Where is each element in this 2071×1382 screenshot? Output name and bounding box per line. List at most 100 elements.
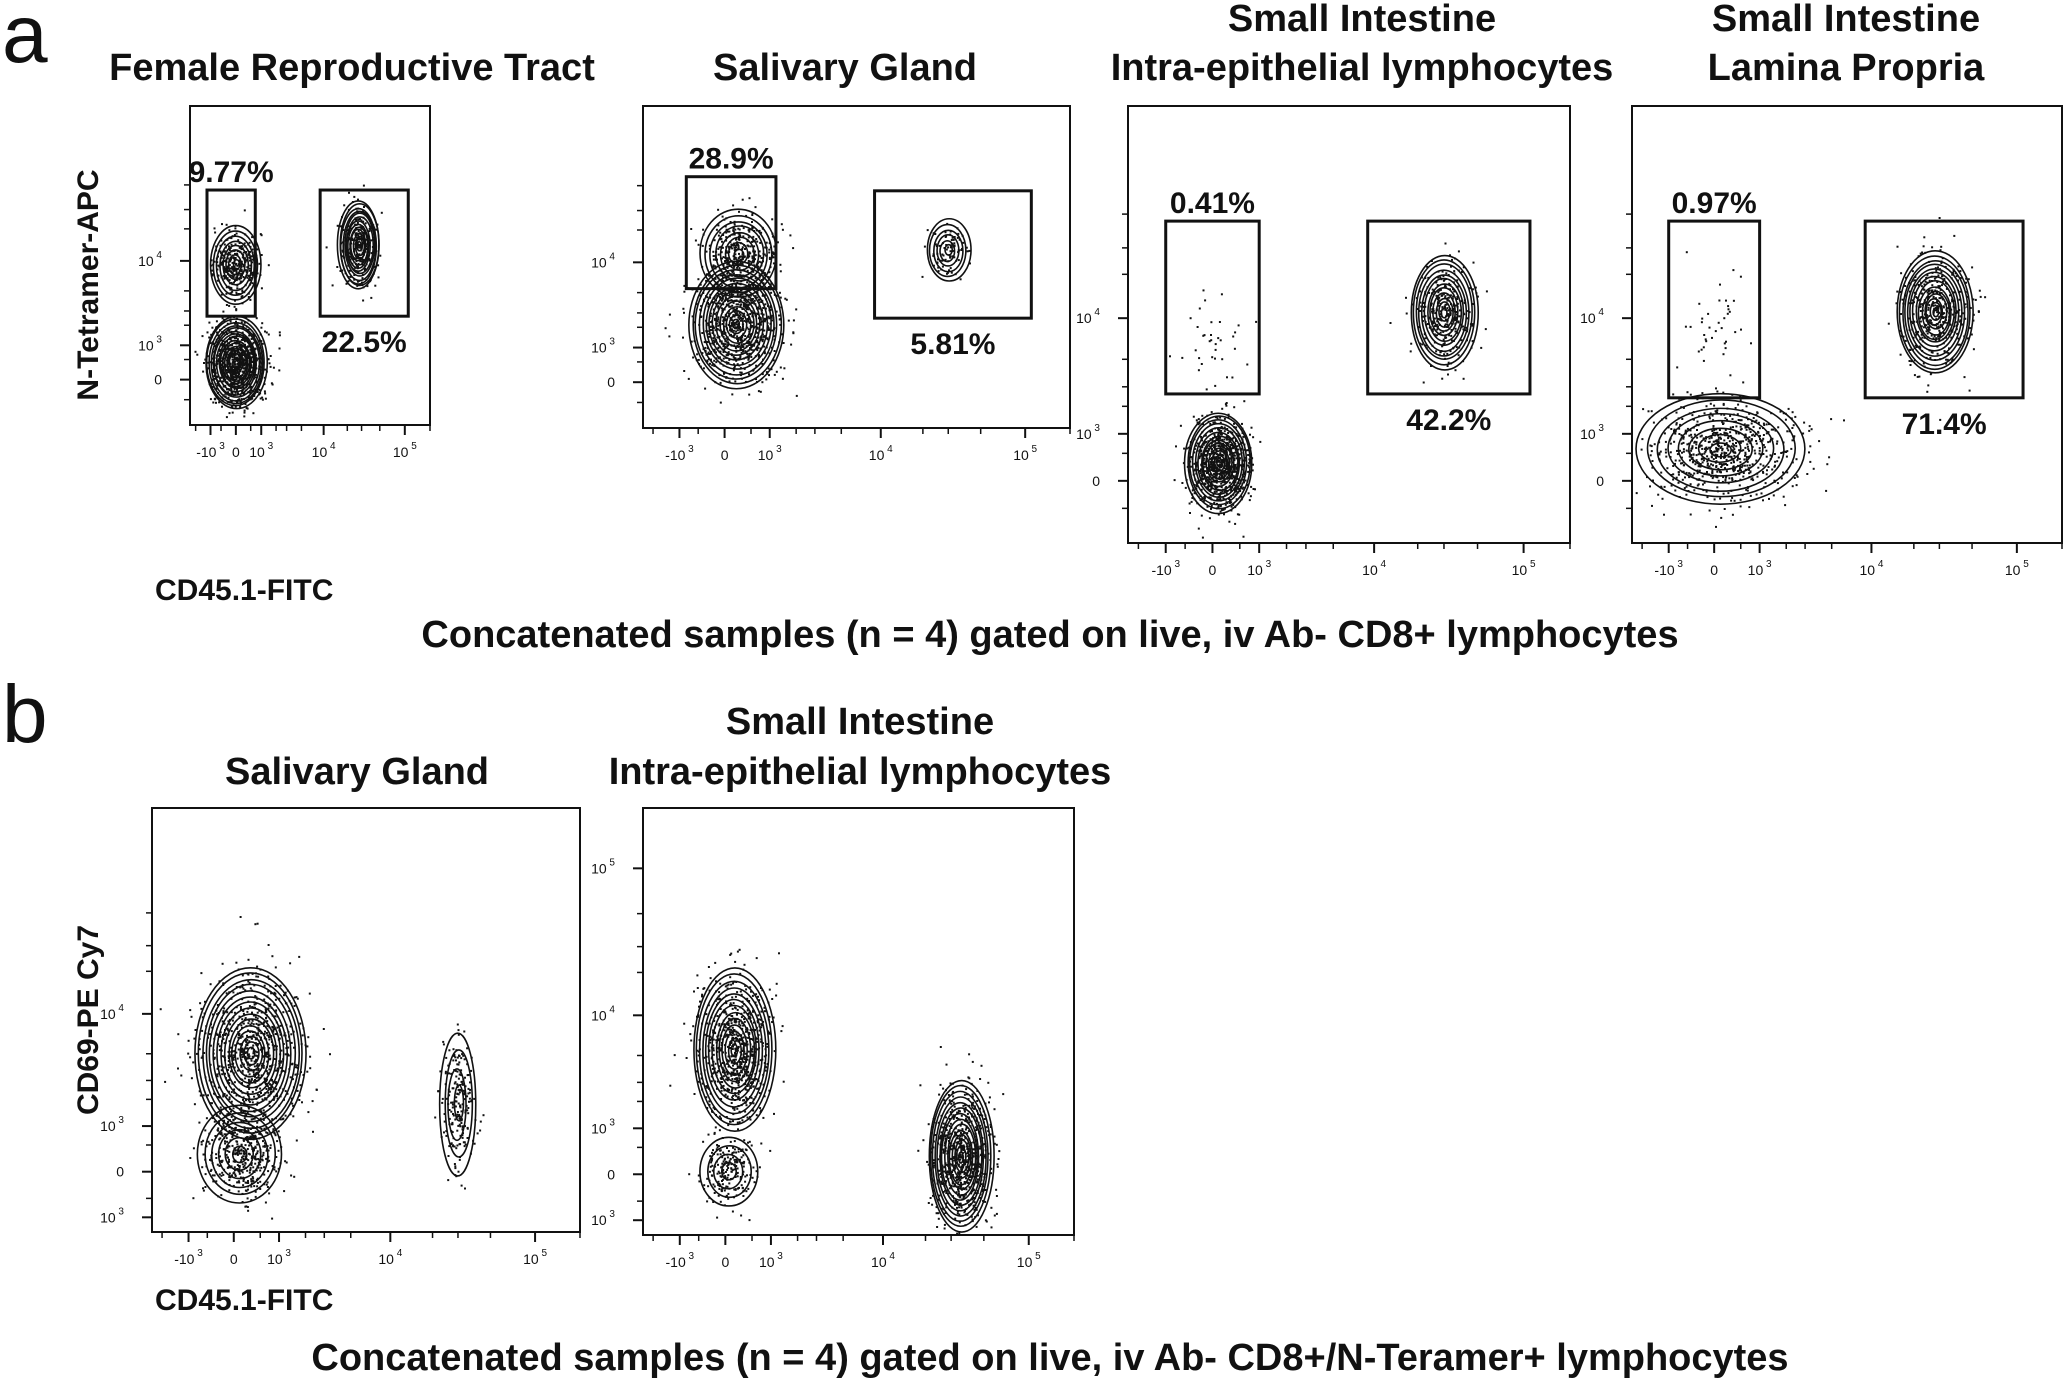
event-dot (737, 265, 740, 268)
event-dot (763, 335, 766, 338)
plot-title: Intra-epithelial lymphocytes (1111, 47, 1614, 89)
event-dot (259, 233, 262, 236)
event-dot (1219, 453, 1222, 456)
event-dot (1926, 274, 1929, 277)
event-dot (746, 244, 749, 247)
event-dot (248, 334, 251, 337)
event-dot (720, 293, 723, 296)
event-dot (1919, 320, 1922, 323)
contour-ring (219, 240, 253, 292)
event-dot (1919, 346, 1922, 349)
event-dot (1235, 457, 1238, 460)
event-dot (703, 298, 705, 301)
event-dot (732, 301, 735, 304)
event-dot (953, 242, 956, 245)
event-dot (1725, 458, 1728, 461)
event-dot (725, 236, 728, 239)
event-dot (1785, 455, 1788, 458)
event-dot (714, 277, 717, 280)
event-dot (1731, 449, 1734, 452)
event-dot (1209, 430, 1212, 433)
event-dot (1678, 433, 1681, 435)
event-dot (1442, 292, 1445, 295)
event-dot (1752, 425, 1755, 428)
event-dot (1206, 485, 1209, 488)
event-dot (1759, 463, 1762, 466)
event-dot (1437, 276, 1440, 279)
event-dot (1428, 291, 1431, 294)
event-dot (271, 383, 274, 386)
event-dot (697, 278, 700, 281)
event-dot (224, 353, 227, 356)
event-dot (370, 252, 373, 255)
event-dot (1720, 516, 1723, 519)
contour-ring (1197, 431, 1241, 496)
event-dot (1219, 498, 1222, 500)
event-dot (241, 289, 244, 292)
event-dot (267, 264, 270, 267)
event-dot (727, 300, 729, 303)
event-dot (362, 210, 365, 213)
event-dot (1936, 326, 1939, 329)
event-dot (1722, 476, 1725, 479)
event-dot (234, 353, 237, 356)
event-dot (781, 333, 784, 336)
event-dot (1233, 454, 1236, 457)
event-dot (1456, 298, 1459, 300)
event-dot (1207, 447, 1210, 450)
event-dot (241, 262, 244, 265)
event-dot (250, 356, 253, 359)
event-dot (216, 268, 219, 271)
event-dot (1670, 428, 1673, 430)
event-dot (1215, 416, 1217, 419)
event-dot (1649, 485, 1651, 488)
event-dot (749, 294, 752, 297)
event-dot (1777, 426, 1780, 429)
event-dot (242, 383, 245, 386)
event-dot (1237, 324, 1240, 327)
event-dot (1215, 436, 1218, 439)
event-dot (747, 283, 750, 286)
event-dot (1450, 329, 1453, 331)
event-dot (226, 253, 229, 256)
event-dot (1713, 498, 1716, 501)
event-dot (1239, 464, 1242, 467)
event-dot (241, 345, 244, 348)
event-dot (1762, 437, 1765, 440)
event-dot (234, 405, 237, 408)
event-dot (682, 336, 684, 339)
event-dot (1229, 438, 1232, 441)
event-dot (1665, 455, 1668, 458)
event-dot (720, 237, 723, 240)
event-dot (1908, 302, 1911, 305)
event-dot (1454, 319, 1457, 321)
event-dot (1485, 290, 1488, 293)
event-dot (1919, 317, 1922, 320)
event-dot (236, 358, 239, 360)
event-dot (226, 265, 229, 268)
event-dot (715, 357, 718, 360)
gate-box (1164, 219, 1261, 396)
plot-frame (189, 105, 431, 426)
event-dot (753, 312, 756, 315)
event-dot (692, 356, 695, 359)
event-dot (1929, 357, 1932, 359)
event-dot (1219, 452, 1222, 455)
event-dot (1710, 455, 1713, 458)
event-dot (702, 367, 705, 370)
event-dot (230, 258, 232, 261)
event-dot (761, 294, 764, 297)
event-dot (222, 310, 225, 313)
event-dot (240, 296, 243, 298)
event-dot (1665, 417, 1668, 420)
event-dot (228, 245, 230, 248)
event-dot (1227, 471, 1230, 474)
event-dot (1207, 440, 1210, 443)
event-dot (1720, 413, 1723, 416)
event-dot (1945, 358, 1948, 361)
event-dot (744, 248, 746, 250)
x-tick-label: -10 3 (196, 441, 225, 460)
event-dot (1762, 471, 1765, 474)
event-dot (937, 266, 940, 269)
event-dot (239, 366, 242, 369)
